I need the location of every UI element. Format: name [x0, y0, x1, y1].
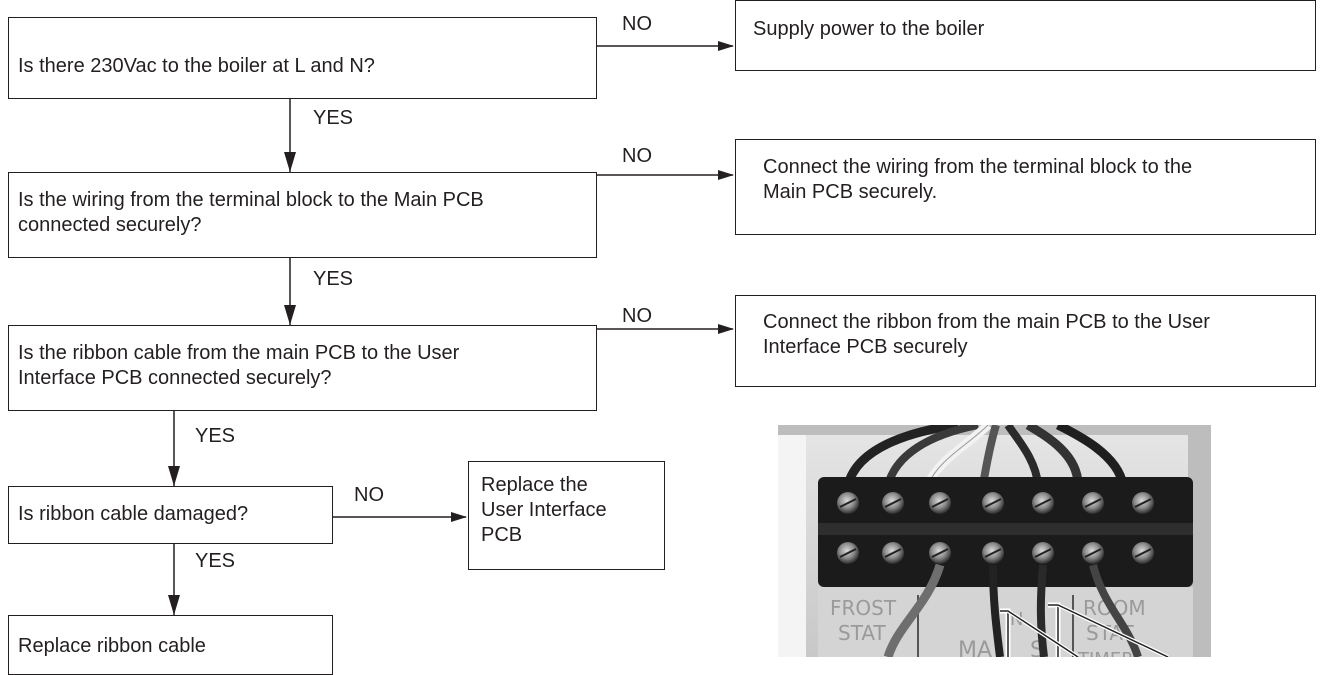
terminal-screws [837, 492, 1154, 564]
yes-arrowhead-1 [284, 152, 296, 172]
photo-text-timer: TIMER [1077, 649, 1134, 657]
question-box-power: Is there 230Vac to the boiler at L and N… [8, 17, 597, 99]
end-box-replace-cable: Replace ribbon cable [8, 615, 333, 675]
photo-text-stat-1: STAT [838, 621, 886, 645]
question-damaged-text: Is ribbon cable damaged? [18, 503, 249, 525]
action-connect-wiring-text: Connect the wiring from the terminal blo… [763, 156, 1193, 203]
action-box-supply-power: Supply power to the boiler [735, 0, 1316, 71]
flow-connectors [168, 41, 734, 615]
yes-label-1: YES [313, 107, 354, 129]
action-supply-power-text: Supply power to the boiler [753, 18, 985, 40]
action-replace-ui-pcb-text: Replace the User Interface PCB [481, 474, 607, 546]
action-box-connect-wiring: Connect the wiring from the terminal blo… [735, 139, 1316, 235]
end-replace-cable-text: Replace ribbon cable [18, 635, 206, 657]
yes-arrowhead-3 [168, 466, 180, 486]
yes-label-2: YES [313, 268, 354, 290]
yes-arrowhead-2 [284, 305, 296, 325]
no-label-1: NO [622, 13, 652, 35]
question-ribbon-text: Is the ribbon cable from the main PCB to… [18, 342, 460, 389]
no-label-3: NO [622, 305, 652, 327]
no-label-2: NO [622, 145, 652, 167]
action-box-replace-ui-pcb: Replace the User Interface PCB [468, 461, 665, 570]
yes-arrowhead-4 [168, 595, 180, 615]
no-label-4: NO [354, 484, 384, 506]
photo-text-ma: MA [958, 638, 992, 657]
terminal-block-photo: FROST STAT MA N S ROOM STAT TIMER [778, 425, 1211, 657]
question-box-damaged: Is ribbon cable damaged? [8, 486, 333, 544]
question-box-ribbon: Is the ribbon cable from the main PCB to… [8, 325, 597, 411]
question-box-wiring: Is the wiring from the terminal block to… [8, 172, 597, 258]
question-wiring-text: Is the wiring from the terminal block to… [18, 189, 484, 236]
yes-label-3: YES [195, 425, 236, 447]
photo-text-frost: FROST [830, 596, 897, 620]
action-box-connect-ribbon: Connect the ribbon from the main PCB to … [735, 295, 1316, 387]
question-power-text: Is there 230Vac to the boiler at L and N… [18, 55, 375, 77]
yes-label-4: YES [195, 550, 236, 572]
action-connect-ribbon-text: Connect the ribbon from the main PCB to … [763, 311, 1210, 358]
terminal-block-illustration: FROST STAT MA N S ROOM STAT TIMER [778, 425, 1211, 657]
